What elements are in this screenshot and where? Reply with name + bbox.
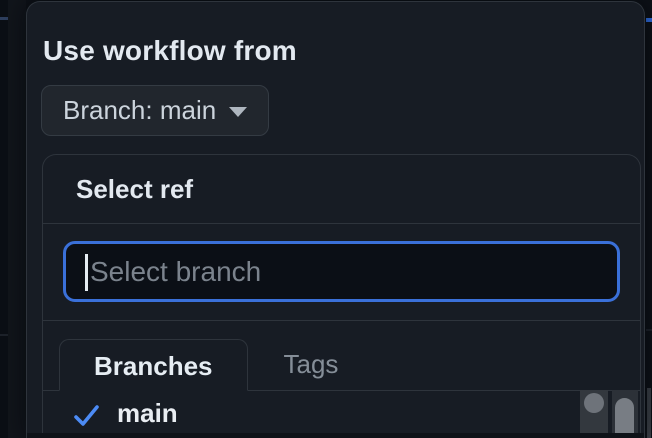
panel-scrollbar-track[interactable] xyxy=(612,390,638,438)
background-accent-line-right xyxy=(646,18,652,22)
branch-search-input[interactable] xyxy=(63,241,620,302)
tab-tags[interactable]: Tags xyxy=(248,338,375,390)
text-cursor xyxy=(85,254,88,291)
tab-branches[interactable]: Branches xyxy=(59,339,248,391)
list-item-label: main xyxy=(117,397,178,428)
check-icon xyxy=(74,404,99,426)
background-accent-line-left xyxy=(0,17,8,20)
run-workflow-dropdown: Use workflow from Branch: main Select re… xyxy=(26,1,645,438)
list-divider xyxy=(27,433,644,438)
list-scrollbar-thumb[interactable] xyxy=(584,393,604,413)
select-ref-panel: Select ref Branches Tags main xyxy=(42,154,641,438)
dialog-title: Use workflow from xyxy=(43,35,297,66)
panel-scrollbar-thumb[interactable] xyxy=(615,398,634,438)
search-input-wrapper xyxy=(43,224,640,321)
background-divider-right xyxy=(646,329,652,331)
branch-selector-label: Branch: main xyxy=(63,95,217,125)
ref-type-tabs: Branches Tags xyxy=(43,321,640,391)
branch-selector-button[interactable]: Branch: main xyxy=(41,85,270,136)
panel-header: Select ref xyxy=(43,155,640,224)
panel-title: Select ref xyxy=(76,173,194,204)
list-scrollbar-track[interactable] xyxy=(580,390,608,438)
background-divider-left xyxy=(0,334,8,336)
page-scrollbar[interactable] xyxy=(647,388,651,438)
branch-list: main xyxy=(43,391,640,435)
background-panel-edge xyxy=(0,0,8,438)
list-item[interactable]: main xyxy=(43,391,640,435)
chevron-down-icon xyxy=(229,107,248,117)
overlay-shadow-band xyxy=(8,0,26,438)
